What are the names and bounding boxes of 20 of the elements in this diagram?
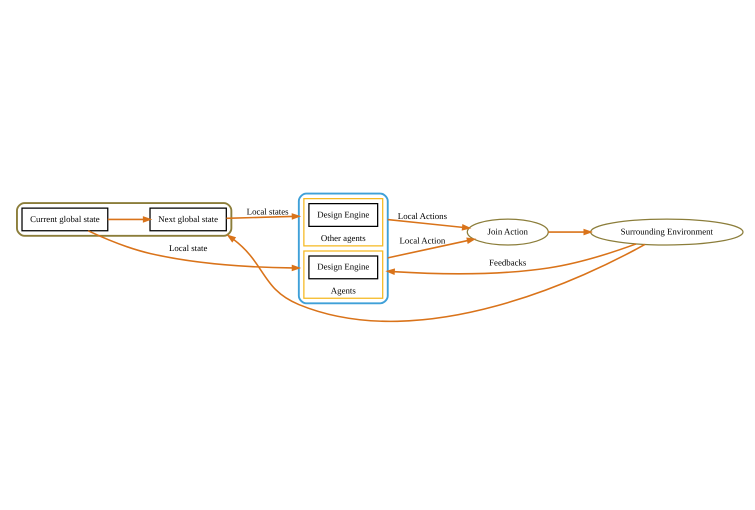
- node-box: Design Engine: [308, 255, 378, 280]
- node-box: Current global state: [21, 207, 108, 232]
- arrow: [88, 230, 302, 272]
- edge-label: Local state: [168, 243, 208, 254]
- edge-label: Local states: [246, 206, 289, 216]
- arrow: [388, 237, 476, 259]
- edge-label: Feedbacks: [489, 258, 526, 268]
- node-box: Design Engine: [308, 203, 378, 227]
- cluster: [298, 192, 389, 304]
- arrow: [385, 243, 636, 276]
- arrow: [388, 218, 472, 231]
- arrow: [226, 234, 646, 322]
- node-ellipse: Surrounding Environment: [590, 218, 744, 246]
- arrow: [226, 213, 302, 220]
- arrow: [108, 216, 152, 223]
- edge-label: Local Action: [400, 236, 446, 246]
- edge-label: Local Actions: [398, 210, 448, 221]
- arrow: [548, 228, 593, 236]
- node-box: Next global state: [149, 207, 227, 232]
- cluster: [16, 202, 232, 237]
